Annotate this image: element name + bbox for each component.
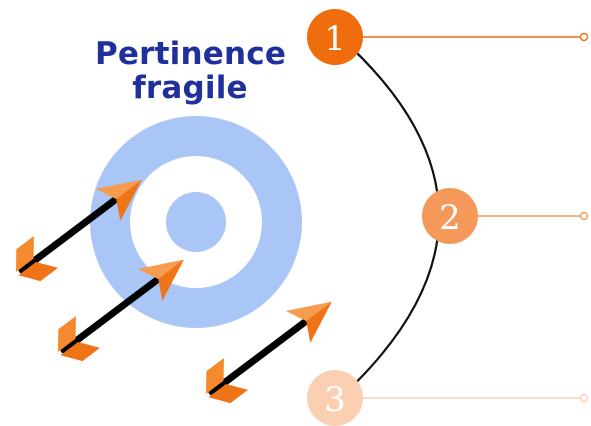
target-icon (90, 116, 302, 328)
step-2: 2 (422, 188, 478, 244)
line-end-dot (581, 34, 588, 41)
line-end-dot (581, 213, 588, 220)
step-3: 3 (307, 370, 363, 426)
step-number-2: 2 (439, 198, 461, 238)
step-number-3: 3 (324, 380, 346, 420)
target-bullseye (166, 192, 226, 252)
line-end-dot (581, 395, 588, 402)
step-number-1: 1 (324, 19, 346, 59)
step-1: 1 (307, 9, 363, 65)
